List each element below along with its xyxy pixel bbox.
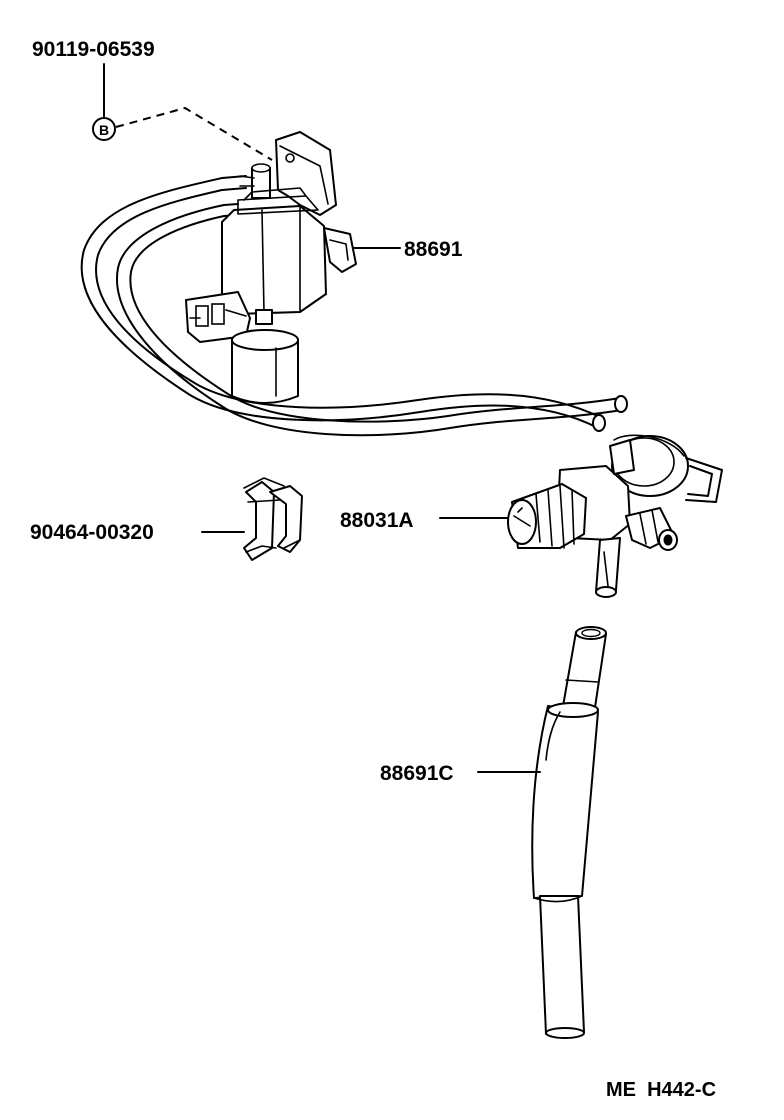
part-label-clamp: 90464-00320 — [30, 521, 154, 544]
callout-marker-circle — [92, 117, 116, 141]
bolt-callout: 90119-06539 B — [32, 38, 273, 161]
vsv-callout: 88691 — [353, 238, 463, 261]
part-label-valve: 88031A — [340, 509, 414, 532]
vacuum-hoses — [80, 175, 628, 437]
dashed-leader-bolt — [115, 106, 273, 161]
vsv-assembly — [185, 131, 357, 404]
part-label-vsv: 88691 — [404, 238, 463, 261]
hose-part — [531, 626, 607, 1039]
valve-callout: 88031A — [340, 509, 509, 532]
hose-callout: 88691C — [380, 762, 541, 785]
clamp-part — [243, 477, 303, 561]
part-label-hose: 88691C — [380, 762, 454, 785]
footer-diagram-code: ME H442-C — [606, 1079, 716, 1101]
valve-part — [507, 434, 723, 598]
callout-marker-letter: B — [99, 122, 109, 138]
part-label-bolt: 90119-06539 — [32, 38, 155, 61]
clamp-callout: 90464-00320 — [30, 521, 245, 544]
